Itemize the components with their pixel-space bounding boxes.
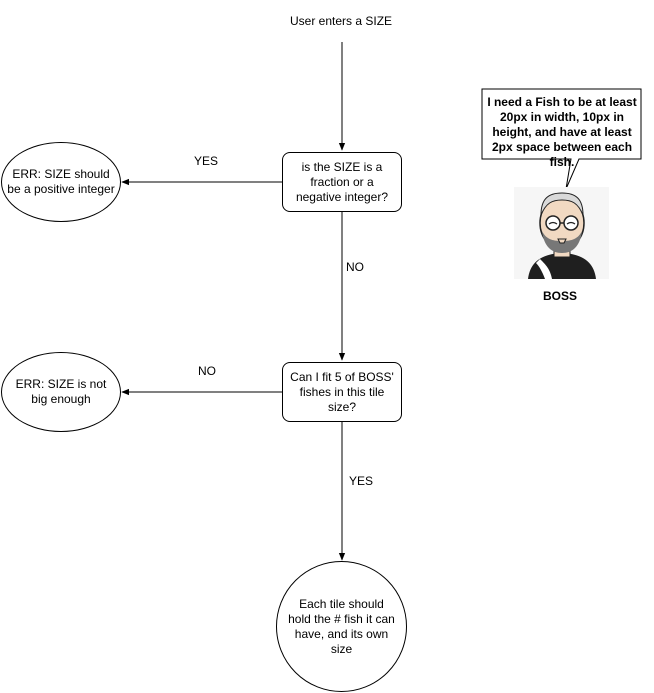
- fit-check-decision: Can I fit 5 of BOSS' fishes in this tile…: [282, 362, 402, 422]
- size-check-text: is the SIZE is a fraction or a negative …: [295, 159, 389, 204]
- error-too-small-text: ERR: SIZE is not big enough: [15, 377, 107, 406]
- edge-label-fit-no: NO: [198, 364, 216, 379]
- size-check-decision: is the SIZE is a fraction or a negative …: [282, 152, 402, 212]
- edge-label-size-yes: YES: [194, 154, 219, 169]
- result-text: Each tile should hold the # fish it can …: [288, 596, 395, 656]
- fit-check-text: Can I fit 5 of BOSS' fishes in this tile…: [290, 369, 394, 414]
- error-too-small: ERR: SIZE is not big enough: [1, 352, 121, 432]
- boss-label: BOSS: [543, 289, 578, 303]
- error-not-positive-text: ERR: SIZE should be a positive integer: [7, 167, 115, 196]
- start-label: User enters a SIZE: [290, 14, 393, 28]
- edge-label-size-no: NO: [346, 260, 364, 275]
- boss-avatar-icon: [514, 187, 609, 279]
- result-terminal: Each tile should hold the # fish it can …: [276, 561, 407, 692]
- error-not-positive: ERR: SIZE should be a positive integer: [1, 142, 121, 222]
- boss-speech-text: I need a Fish to be at least 20px in wid…: [487, 95, 637, 169]
- edge-label-fit-yes: YES: [349, 474, 374, 489]
